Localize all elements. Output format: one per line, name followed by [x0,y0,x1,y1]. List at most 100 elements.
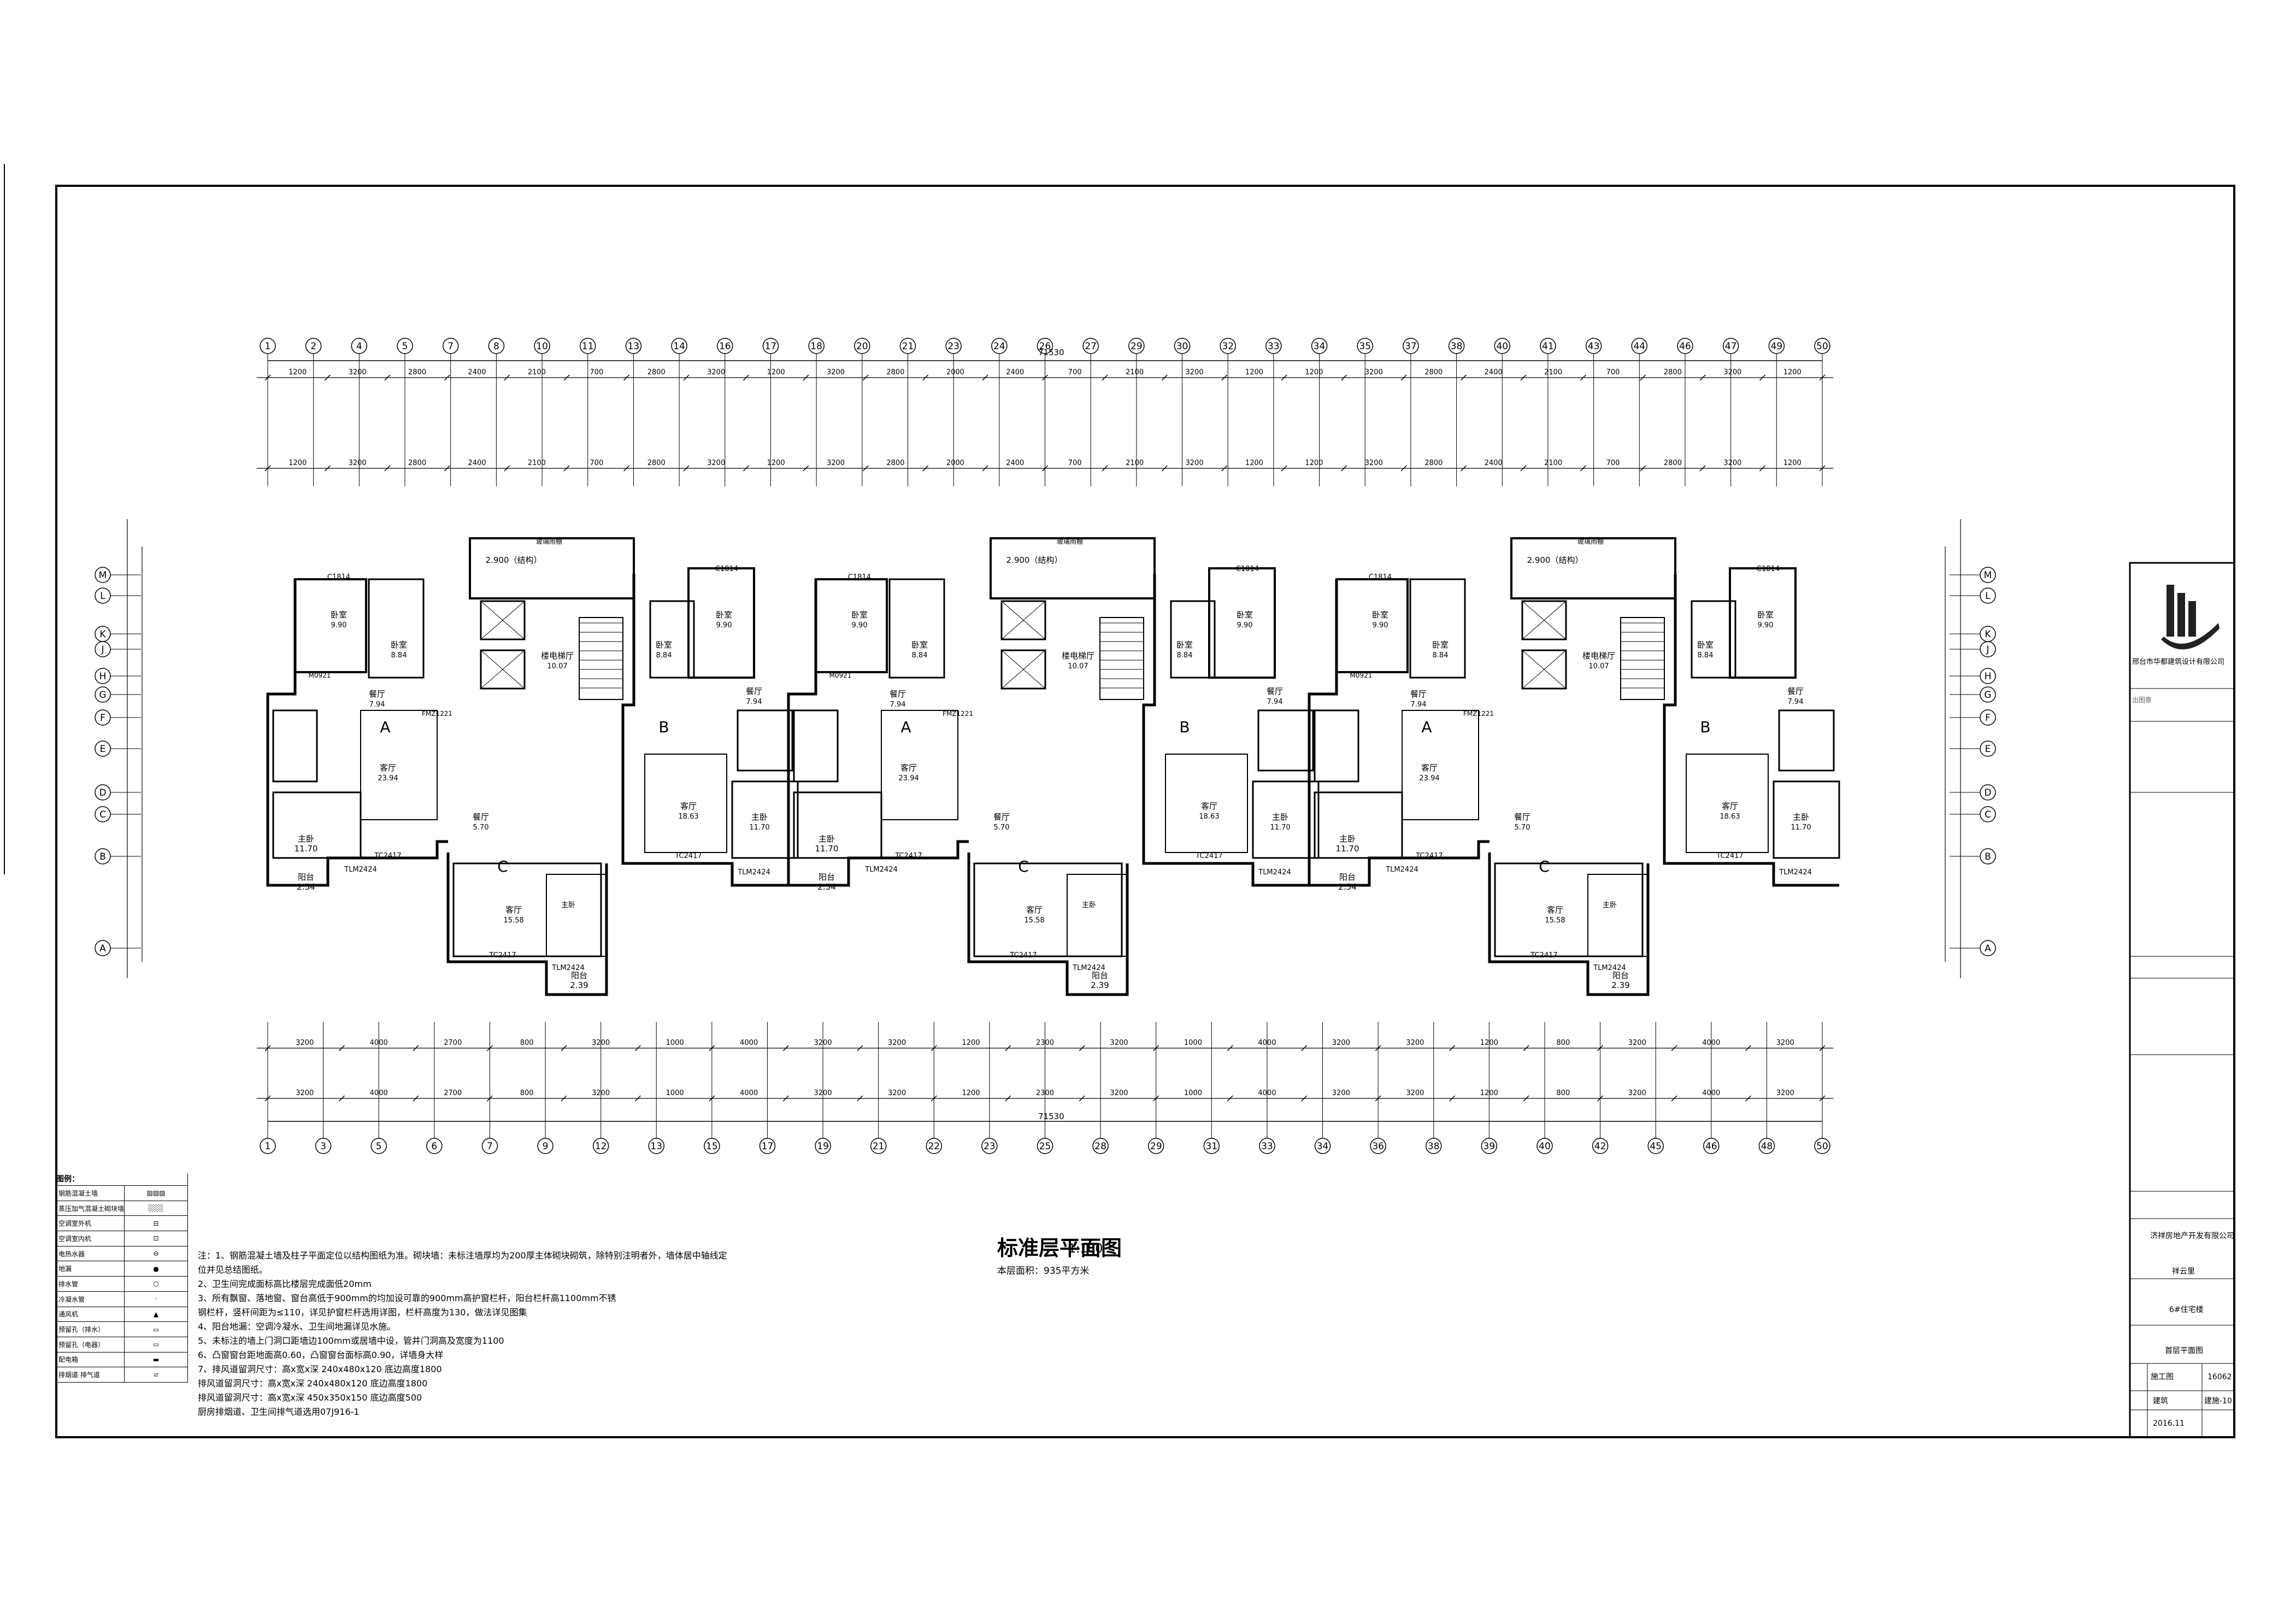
dimension-label-top: 700 [1606,368,1620,377]
note-line: 4、阳台地漏：空调冷凝水、卫生间地漏详见水施。 [198,1321,396,1332]
dimension-tick [743,465,749,472]
axis-label: 25 [1039,1141,1051,1152]
dimension-label-top2: 700 [1068,459,1082,467]
axis-label: 43 [1588,341,1600,352]
note-line: 位并见总结图纸。 [198,1265,268,1275]
axis-bubble-bottom [1314,1138,1331,1154]
stair [579,617,623,700]
room-label: 卧室 [1372,610,1388,620]
room-label: 楼电梯厅 [1582,651,1615,661]
axis-label: 34 [1317,1141,1329,1152]
axis-label: 35 [1359,341,1371,352]
dimension-tick [1671,1095,1677,1102]
distribution-box-icon: ▬ [124,1352,187,1367]
living-room [881,710,958,820]
dimension-tick [922,465,929,472]
room-label: TC2417 [1530,951,1557,960]
wall [1308,579,1490,887]
dimension-label-top2: 1200 [289,459,307,467]
drawing-area-note: 本层面积：935平方米 [997,1266,1090,1277]
axis-bubble-top [625,338,642,354]
axis-label: 40 [1539,1141,1551,1152]
room-label: TLM2424 [864,866,897,874]
dimension-label-bottom2: 3200 [888,1089,906,1097]
axis-label: 42 [1594,1141,1606,1152]
project-name: 祥云里 [2172,1267,2195,1276]
room-label: 客厅 [680,801,697,811]
legend: 图例： 钢筋混凝土墙▨▨▨ 蒸压加气混凝土砌块墙░░░ 空调室外机⊟ 空调室内机… [56,1173,188,1383]
elevator-shaft [1521,649,1567,690]
room-label: FMZ1221 [1463,710,1494,718]
axis-label: 7 [487,1141,493,1152]
room-label: FMZ1221 [943,710,973,718]
dimension-tick [683,465,690,472]
bedroom-room [1335,578,1409,673]
dimension-label-bottom2: 1000 [666,1089,684,1097]
dimension-tick [413,1045,419,1051]
room-label: 15.58 [1545,916,1565,925]
room-label: 7.94 [746,698,762,706]
legend-row: 钢筋混凝土墙▨▨▨ [56,1185,187,1201]
axis-label: 27 [1085,341,1097,352]
dimension-tick [803,374,809,381]
dimension-tick [857,1045,863,1051]
axis-bubble-top [351,338,368,354]
company-logo [2161,585,2220,650]
axis-bubble-bottom [1147,1138,1164,1154]
kitchen-room [1778,709,1835,772]
axis-label: 4 [356,341,362,352]
bedroom-room [1691,600,1736,679]
dimension-tick [803,465,809,472]
room-label: 餐厅 [1514,812,1530,822]
axis-label: 36 [1372,1141,1384,1152]
dimension-tick [1281,465,1287,472]
wall [621,574,798,887]
dimension-label-top: 3200 [707,368,725,377]
room-label: 2.900（结构） [486,555,542,565]
dimension-tick [563,374,570,381]
dimension-label-bottom1: 1000 [666,1039,684,1047]
kitchen-room [1257,709,1314,772]
dimension-tick [444,465,450,472]
plan-labels: 卧室9.90卧室8.84餐厅7.94A客厅23.94主卧11.70阳台2.54C… [295,537,1812,990]
axis-label: B [99,851,106,862]
room-label: C1814 [1236,565,1259,573]
note-line: 排风道留洞尺寸：高x宽x深 450x350x150 底边高度500 [198,1392,422,1403]
dimension-tick [1005,1095,1011,1102]
room-label: 7.94 [1788,698,1804,706]
room-label: M0921 [309,672,331,679]
dimension-label-top2: 1200 [1783,459,1802,467]
dimension-label-bottom2: 3200 [296,1089,314,1097]
room-label: 卧室 [656,640,672,650]
note-line: 7、排风道留洞尺寸：高x宽x深 240x480x120 底边高度1800 [198,1364,442,1374]
dimension-tick [1580,465,1586,472]
living-room [1686,754,1769,853]
axis-label: 6 [431,1141,437,1152]
axis-label: 16 [719,341,731,352]
room-label: 主卧 [298,834,314,844]
dimension-tick [857,1095,863,1102]
axis-bubble-top [1814,338,1830,354]
kitchen-room [737,709,793,772]
room-label: 玻璃雨棚 [1057,537,1083,545]
dimension-tick [1102,465,1108,472]
dimension-tick [1079,1045,1085,1051]
axis-bubble-bottom [759,1138,776,1154]
room-label: 10.07 [1068,662,1088,671]
dimension-tick [1375,1095,1381,1102]
room-label: 餐厅 [890,689,906,699]
legend-row: 空调室外机⊟ [56,1215,187,1231]
elevator-shaft [1521,600,1567,640]
dimension-tick [1819,1045,1826,1051]
axis-label: 33 [1268,341,1280,352]
dimension-label-bottom1: 3200 [1776,1039,1794,1047]
axis-label: 29 [1131,341,1143,352]
dimension-tick [1221,374,1228,381]
dimension-tick [1745,1095,1752,1102]
axis-bubble-top [488,338,505,354]
room-label: 11.70 [1270,824,1290,832]
room-label: 8.84 [1177,651,1193,660]
note-line: 5、未标注的墙上门洞口距墙边100mm或居墙中设，管井门洞高及宽度为1100 [198,1336,504,1346]
master-bedroom-room [272,791,362,859]
axis-label: 50 [1816,1141,1828,1152]
